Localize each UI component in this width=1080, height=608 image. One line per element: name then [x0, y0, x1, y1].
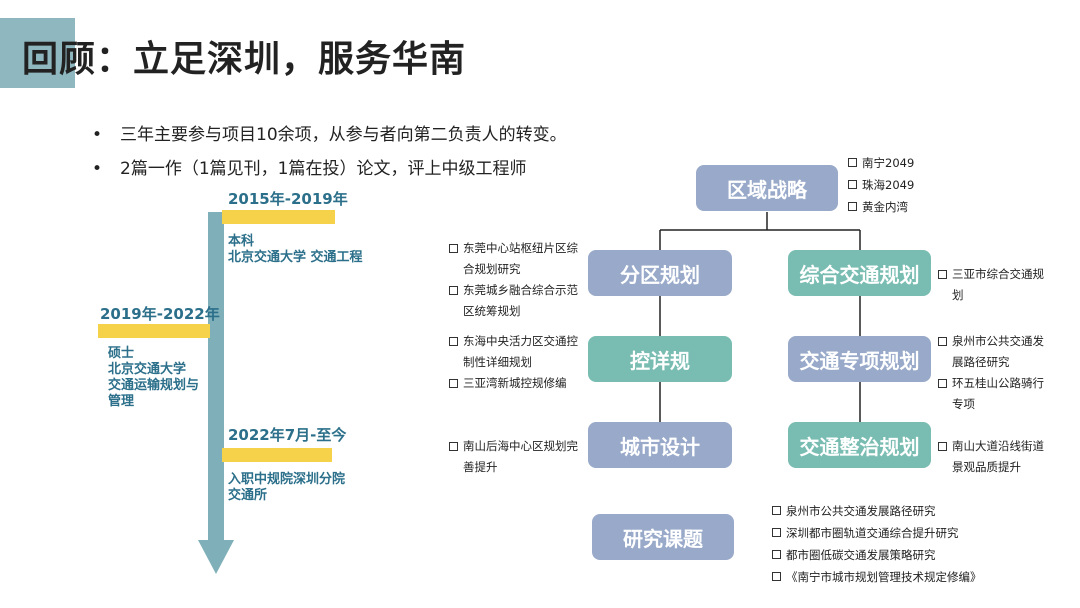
- timeline-line: 北京交通大学: [108, 362, 187, 377]
- list-item: 东莞中心站枢纽片区综合规划研究: [449, 238, 581, 280]
- node-urban-design: 城市设计: [588, 422, 732, 468]
- node-regulatory-plan: 控详规: [588, 336, 732, 382]
- node-district-planning: 分区规划: [588, 250, 732, 296]
- list-comprehensive: 三亚市综合交通规划: [938, 264, 1050, 306]
- timeline-year-1: 2015年-2019年: [228, 190, 348, 208]
- list-item: 珠海2049: [848, 174, 914, 196]
- node-transport-renovation: 交通整治规划: [788, 422, 931, 468]
- slide-title: 回顾：立足深圳，服务华南: [22, 39, 467, 80]
- list-item: 《南宁市城市规划管理技术规定修编》: [772, 566, 982, 588]
- list-item: 三亚市综合交通规划: [938, 264, 1050, 306]
- timeline-line: 交通所: [228, 488, 268, 503]
- list-item: 黄金内湾: [848, 196, 914, 218]
- list-item: 东莞城乡融合综合示范区统筹规划: [449, 280, 581, 322]
- timeline-line: 管理: [108, 394, 135, 409]
- timeline-year-3: 2022年7月-至今: [228, 426, 347, 444]
- list-item: 南宁2049: [848, 152, 914, 174]
- list-item: 泉州市公共交通发展路径研究: [772, 500, 982, 522]
- timeline-arrow-shaft: [208, 212, 224, 542]
- node-comprehensive-transport: 综合交通规划: [788, 250, 931, 296]
- list-item: 南山后海中心区规划完善提升: [449, 436, 581, 478]
- timeline-line: 本科: [228, 234, 255, 249]
- timeline-year-2: 2019年-2022年: [100, 305, 220, 323]
- timeline-text-1: 本科 北京交通大学 交通工程: [228, 234, 363, 266]
- timeline-line: 硕士: [108, 346, 135, 361]
- list-regulatory: 东海中央活力区交通控制性详细规划 三亚湾新城控规修编: [449, 331, 581, 394]
- list-item: 东海中央活力区交通控制性详细规划: [449, 331, 581, 373]
- list-research: 泉州市公共交通发展路径研究 深圳都市圈轨道交通综合提升研究 都市圈低碳交通发展策…: [772, 500, 982, 588]
- timeline-line: 交通运输规划与: [108, 378, 200, 393]
- summary-bullets: 三年主要参与项目10余项，从参与者向第二负责人的转变。 2篇一作（1篇见刊，1篇…: [92, 118, 567, 186]
- node-research-topics: 研究课题: [592, 514, 734, 560]
- timeline-text-3: 入职中规院深圳分院 交通所: [228, 472, 345, 504]
- list-regional: 南宁2049 珠海2049 黄金内湾: [848, 152, 914, 218]
- list-item: 三亚湾新城控规修编: [449, 373, 581, 394]
- bullet-item: 三年主要参与项目10余项，从参与者向第二负责人的转变。: [92, 118, 567, 152]
- list-district: 东莞中心站枢纽片区综合规划研究 东莞城乡融合综合示范区统筹规划: [449, 238, 581, 322]
- timeline-line: 入职中规院深圳分院: [228, 472, 346, 487]
- timeline-text-2: 硕士 北京交通大学 交通运输规划与 管理: [108, 346, 199, 410]
- title-accent-block: [0, 18, 75, 88]
- list-item: 环五桂山公路骑行专项: [938, 373, 1050, 415]
- list-special: 泉州市公共交通发展路径研究 环五桂山公路骑行专项: [938, 331, 1050, 415]
- list-renovation: 南山大道沿线街道景观品质提升: [938, 436, 1050, 478]
- list-item: 深圳都市圈轨道交通综合提升研究: [772, 522, 982, 544]
- node-special-transport: 交通专项规划: [788, 336, 931, 382]
- list-item: 都市圈低碳交通发展策略研究: [772, 544, 982, 566]
- timeline-bar-2: [98, 324, 210, 338]
- timeline-line: 北京交通大学 交通工程: [228, 250, 363, 265]
- bullet-item: 2篇一作（1篇见刊，1篇在投）论文，评上中级工程师: [92, 152, 567, 186]
- timeline-bar-3: [222, 448, 332, 462]
- list-urban-design: 南山后海中心区规划完善提升: [449, 436, 581, 478]
- timeline-arrow-head: [198, 540, 234, 574]
- list-item: 泉州市公共交通发展路径研究: [938, 331, 1050, 373]
- list-item: 南山大道沿线街道景观品质提升: [938, 436, 1050, 478]
- node-regional-strategy: 区域战略: [696, 165, 838, 211]
- timeline-bar-1: [222, 210, 335, 224]
